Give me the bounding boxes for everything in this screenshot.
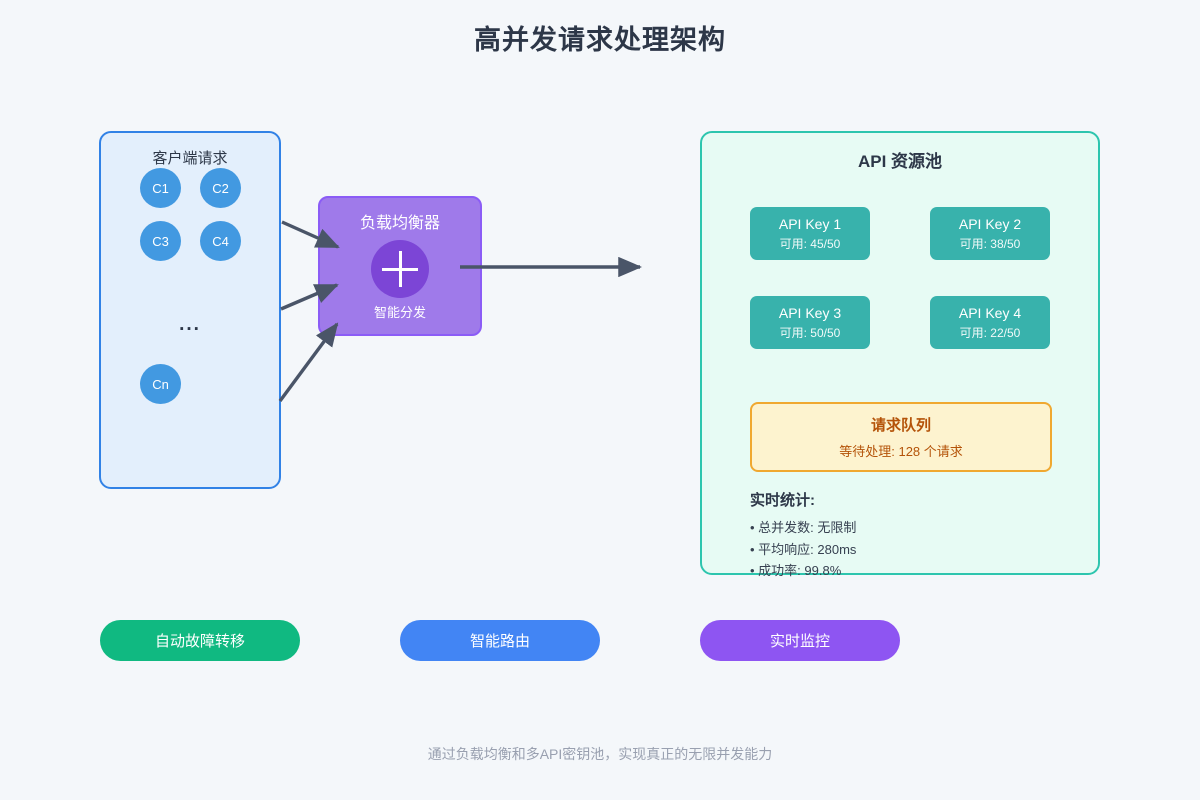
footer-caption: 通过负载均衡和多API密钥池，实现真正的无限并发能力 <box>427 746 773 762</box>
request-queue-box: 请求队列 等待处理: 128 个请求 <box>750 402 1052 472</box>
api-key-name: API Key 1 <box>778 215 842 232</box>
api-pool-title: API 资源池 <box>857 152 943 171</box>
api-key-card-3: API Key 3 可用: 50/50 <box>750 296 870 349</box>
stats-title: 实时统计: <box>750 492 815 509</box>
client-requests-title: 客户端请求 <box>152 150 228 167</box>
plus-icon <box>371 240 429 298</box>
client-node-c4: C4 <box>200 221 241 261</box>
stat-avg-response: • 平均响应: 280ms <box>750 541 857 557</box>
load-balancer-title: 负载均衡器 <box>359 215 440 232</box>
client-requests-box: 客户端请求 C1 C2 C3 C4 ... Cn <box>99 131 281 489</box>
api-key-card-4: API Key 4 可用: 22/50 <box>930 296 1050 349</box>
api-key-availability: 可用: 22/50 <box>959 325 1021 340</box>
realtime-stats: 实时统计: • 总并发数: 无限制 • 平均响应: 280ms • 成功率: 9… <box>750 489 1080 582</box>
api-key-name: API Key 4 <box>958 304 1022 321</box>
client-node-cn: Cn <box>140 364 181 404</box>
load-balancer-subtitle: 智能分发 <box>373 305 426 320</box>
request-queue-title: 请求队列 <box>870 417 931 434</box>
load-balancer-box: 负载均衡器 智能分发 <box>318 196 482 336</box>
api-key-availability: 可用: 50/50 <box>779 325 841 340</box>
clients-ellipsis: ... <box>179 314 201 335</box>
feature-badge-failover: 自动故障转移 <box>100 620 300 661</box>
stat-concurrency: • 总并发数: 无限制 <box>750 520 857 535</box>
api-pool-box: API 资源池 API Key 1 可用: 45/50 API Key 2 可用… <box>700 131 1100 578</box>
api-key-name: API Key 3 <box>778 304 842 321</box>
stat-success-rate: • 成功率: 99.8% <box>750 563 842 578</box>
client-node-c2: C2 <box>200 168 241 208</box>
plus-icon-bar <box>398 251 402 287</box>
request-queue-pending: 等待处理: 128 个请求 <box>839 444 963 459</box>
api-key-availability: 可用: 45/50 <box>779 236 841 251</box>
page-title: 高并发请求处理架构 <box>474 25 726 55</box>
client-node-c3: C3 <box>140 221 181 261</box>
client-node-c1: C1 <box>140 168 181 208</box>
feature-badge-monitoring: 实时监控 <box>700 620 900 661</box>
feature-badge-smart-routing: 智能路由 <box>400 620 600 661</box>
api-key-card-2: API Key 2 可用: 38/50 <box>930 207 1050 260</box>
api-key-card-1: API Key 1 可用: 45/50 <box>750 207 870 260</box>
api-key-name: API Key 2 <box>958 215 1022 232</box>
api-key-availability: 可用: 38/50 <box>959 236 1021 251</box>
